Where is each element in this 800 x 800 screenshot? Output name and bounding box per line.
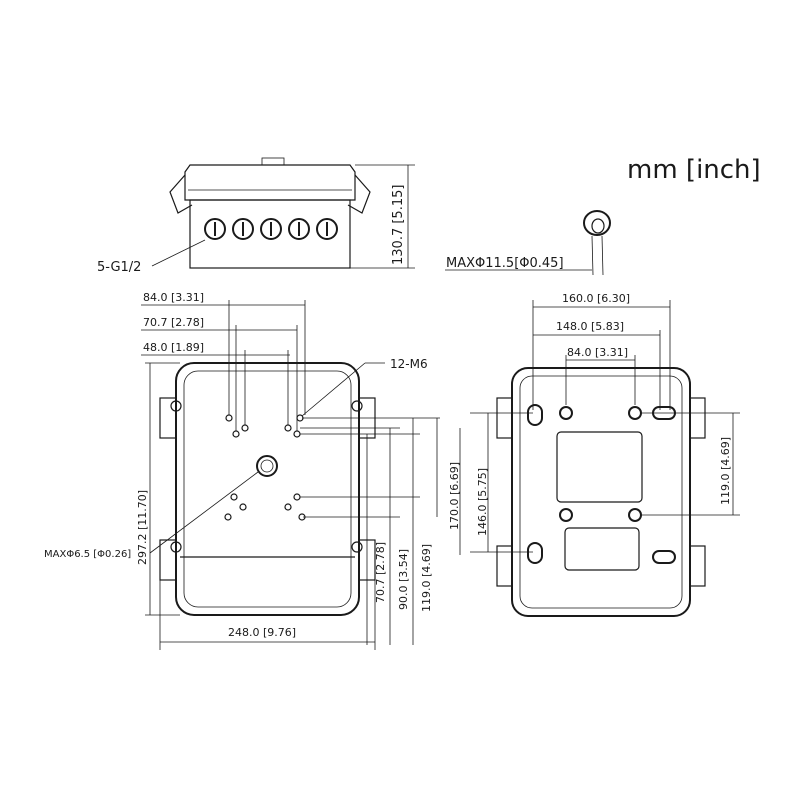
conduit-holes	[204, 218, 338, 240]
front-v-90-label: 90.0 [3.54]	[397, 549, 410, 610]
back-width-160-label: 160.0 [6.30]	[562, 292, 630, 305]
front-v-70-label: 70.7 [2.78]	[374, 542, 387, 603]
front-width-70-label: 70.7 [2.78]	[143, 316, 204, 329]
back-v-119-label: 119.0 [4.69]	[719, 437, 732, 505]
front-v-119-label: 119.0 [4.69]	[420, 544, 433, 612]
back-width-148-label: 148.0 [5.83]	[556, 320, 624, 333]
conduit-label: 5-G1/2	[97, 260, 141, 275]
back-width-84-label: 84.0 [3.31]	[567, 346, 628, 359]
plug-detail: MAXΦ11.5[Φ0.45]	[445, 210, 611, 276]
front-width-48-label: 48.0 [1.89]	[143, 341, 204, 354]
front-v-146-label: 146.0 [5.75]	[476, 468, 489, 536]
side-height-label: 130.7 [5.15]	[391, 185, 406, 265]
front-width-84-label: 84.0 [3.31]	[143, 291, 204, 304]
plug-label: MAXΦ11.5[Φ0.45]	[446, 256, 564, 271]
back-view: 160.0 [6.30] 148.0 [5.83] 84.0 [3.31] 11…	[470, 292, 740, 617]
hole-label: MAXΦ6.5 [Φ0.26]	[44, 549, 131, 560]
front-view: 84.0 [3.31] 70.7 [2.78] 48.0 [1.89] 12-M…	[44, 291, 489, 650]
front-width-248-label: 248.0 [9.76]	[228, 626, 296, 639]
units-label: mm [inch]	[627, 155, 761, 185]
side-view: 5-G1/2 130.7 [5.15]	[97, 157, 415, 275]
mounting-holes	[224, 414, 306, 521]
front-v-170-label: 170.0 [6.69]	[448, 462, 461, 530]
screw-label: 12-M6	[390, 357, 428, 371]
front-height-label: 297.2 [11.70]	[136, 490, 149, 565]
